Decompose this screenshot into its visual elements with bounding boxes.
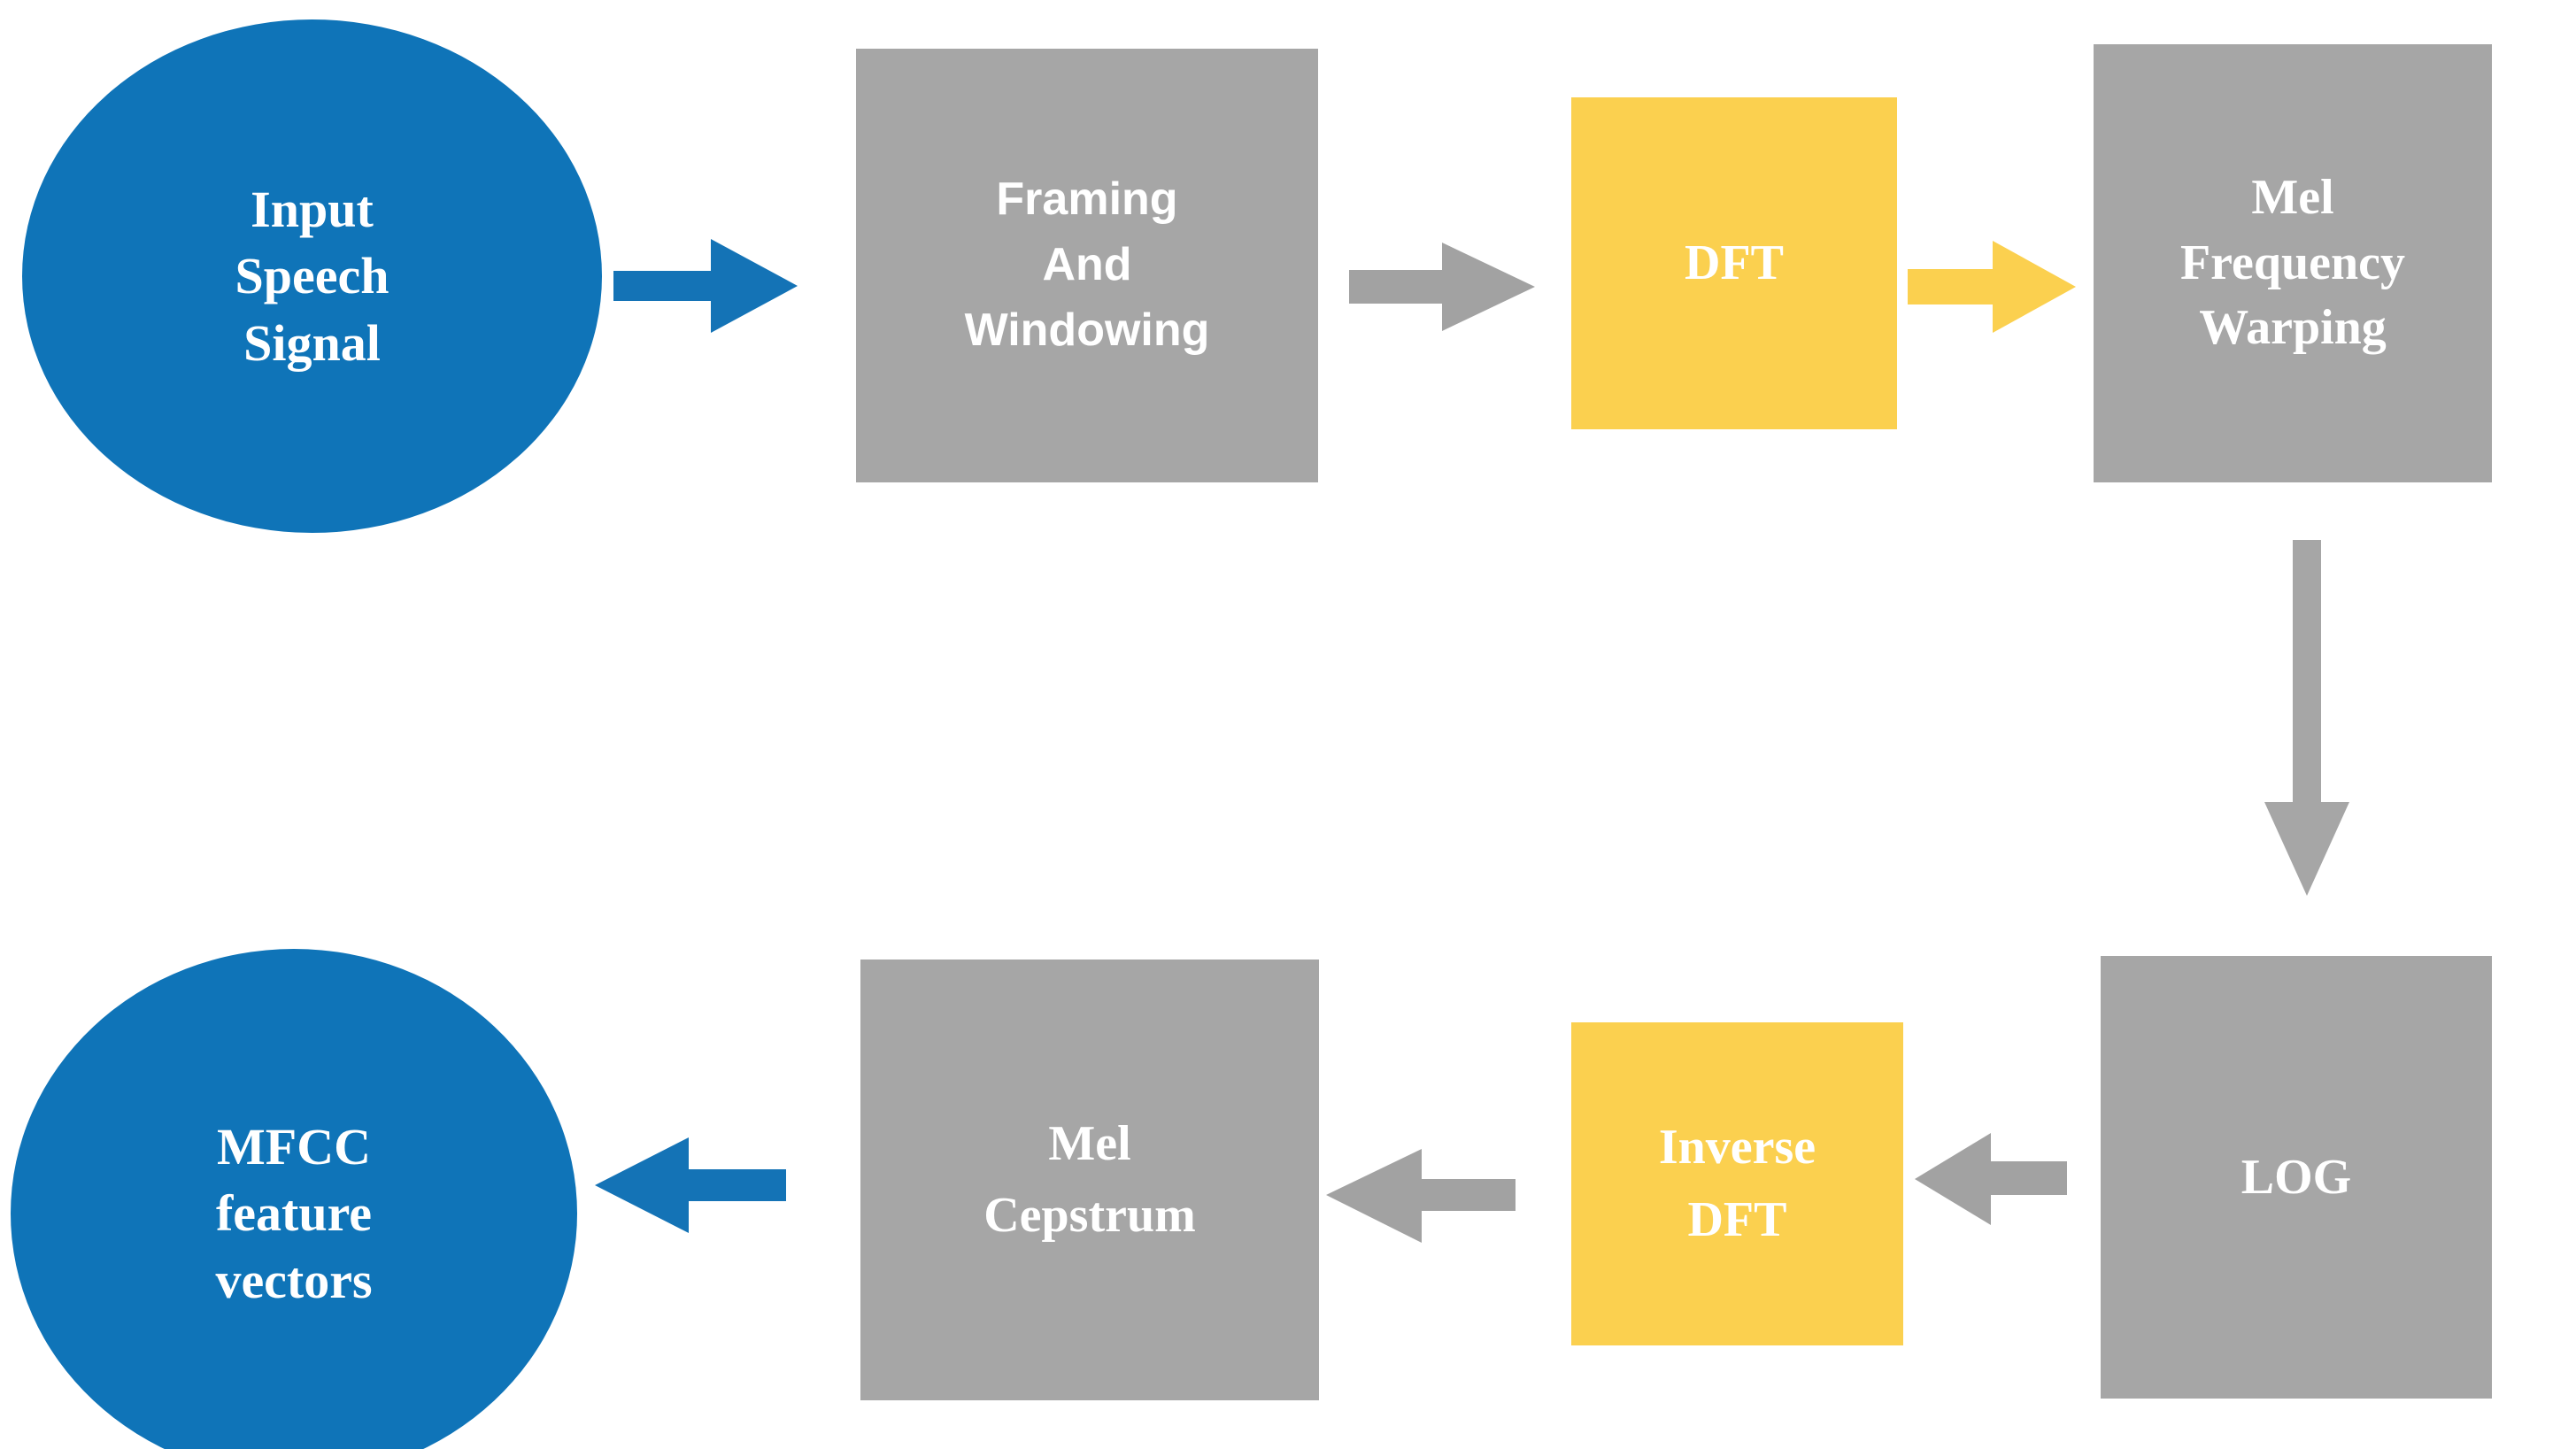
node-input-speech-signal[interactable]: Input Speech Signal xyxy=(22,19,602,533)
arrow-left-icon-cepstrum-to-mfcc xyxy=(595,1136,786,1235)
node-inverse-dft-label: Inverse DFT xyxy=(1658,1120,1816,1247)
arrow-right-icon-dft-to-mel-warping xyxy=(1908,239,2076,335)
node-dft[interactable]: DFT xyxy=(1571,97,1897,429)
arrow-left-icon-log-to-inverse-dft xyxy=(1915,1131,2067,1227)
node-framing-and-windowing-label: Framing And Windowing xyxy=(964,173,1210,356)
arrow-right-icon-input-to-framing xyxy=(613,237,798,335)
node-mfcc-feature-vectors[interactable]: MFCC feature vectors xyxy=(11,949,577,1449)
node-log[interactable]: LOG xyxy=(2101,956,2492,1399)
node-mel-frequency-warping[interactable]: Mel Frequency Warping xyxy=(2094,44,2492,482)
node-input-speech-signal-label: Input Speech Signal xyxy=(235,180,389,372)
node-mel-cepstrum-label: Mel Cepstrum xyxy=(983,1115,1196,1243)
node-mel-frequency-warping-label: Mel Frequency Warping xyxy=(2179,169,2406,356)
node-mfcc-feature-vectors-label: MFCC feature vectors xyxy=(215,1117,373,1309)
arrow-right-icon-framing-to-dft xyxy=(1349,241,1535,333)
node-log-label: LOG xyxy=(2241,1149,2352,1205)
arrow-left-icon-inverse-dft-to-cepstrum xyxy=(1326,1147,1516,1245)
node-inverse-dft[interactable]: Inverse DFT xyxy=(1571,1022,1903,1345)
node-dft-label: DFT xyxy=(1685,235,1784,291)
node-framing-and-windowing[interactable]: Framing And Windowing xyxy=(856,49,1318,482)
node-mel-cepstrum[interactable]: Mel Cepstrum xyxy=(860,960,1319,1400)
arrow-down-icon-mel-warping-to-log xyxy=(2263,540,2351,896)
